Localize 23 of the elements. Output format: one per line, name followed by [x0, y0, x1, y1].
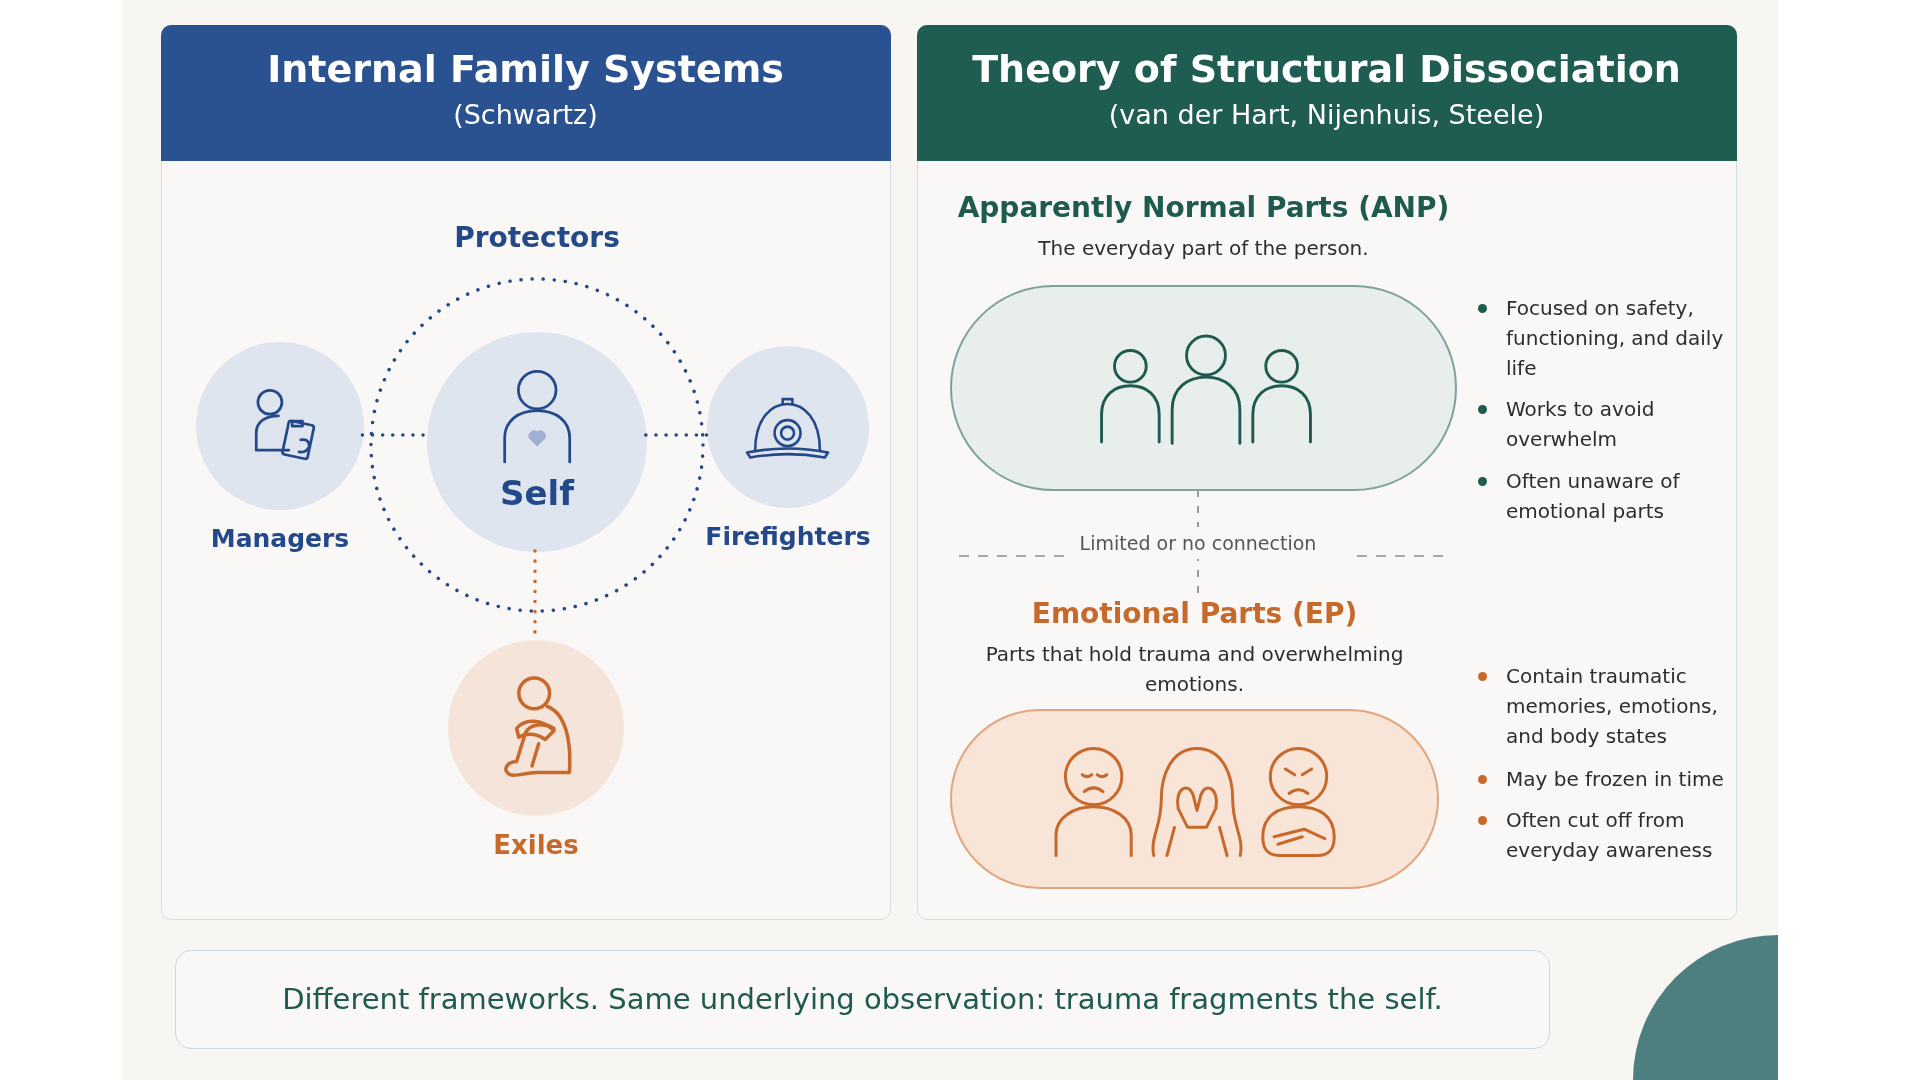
panel-title: Internal Family Systems — [266, 46, 785, 91]
node-label: Managers — [209, 524, 351, 553]
panel-title: Theory of Structural Dissociation — [971, 46, 1682, 91]
node-label: Firefighters — [704, 522, 872, 551]
section-heading: Emotional Parts (EP) — [1030, 597, 1359, 630]
caption-text: Different frameworks. Same underlying observation: trauma fragments the self. — [281, 981, 1444, 1018]
node-label: Exiles — [492, 830, 580, 860]
bullet-item: Focused on safety, functioning, and daily life — [1478, 293, 1730, 383]
panel-subtitle: (Schwartz) — [452, 98, 599, 130]
section-heading: Apparently Normal Parts (ANP) — [956, 191, 1451, 224]
group-label: Protectors — [453, 220, 621, 256]
section-description: The everyday part of the person. — [1037, 235, 1370, 262]
node-label: Self — [499, 472, 576, 513]
connector-line — [360, 433, 428, 437]
bullet-item: Contain traumatic memories, emotions, and body states — [1478, 661, 1730, 751]
panel-card — [917, 25, 1737, 920]
panel-subtitle: (van der Hart, Nijenhuis, Steele) — [1107, 98, 1546, 130]
bullet-item: Often unaware of emotional parts — [1478, 466, 1730, 526]
bullet-item: Often cut off from everyday awareness — [1478, 805, 1730, 865]
panel-card — [161, 25, 891, 920]
bullet-item: May be frozen in time — [1478, 764, 1730, 794]
section-description: Parts that hold trauma and overwhelming emotions. — [984, 641, 1405, 698]
bullet-item: Works to avoid overwhelm — [1478, 394, 1730, 454]
